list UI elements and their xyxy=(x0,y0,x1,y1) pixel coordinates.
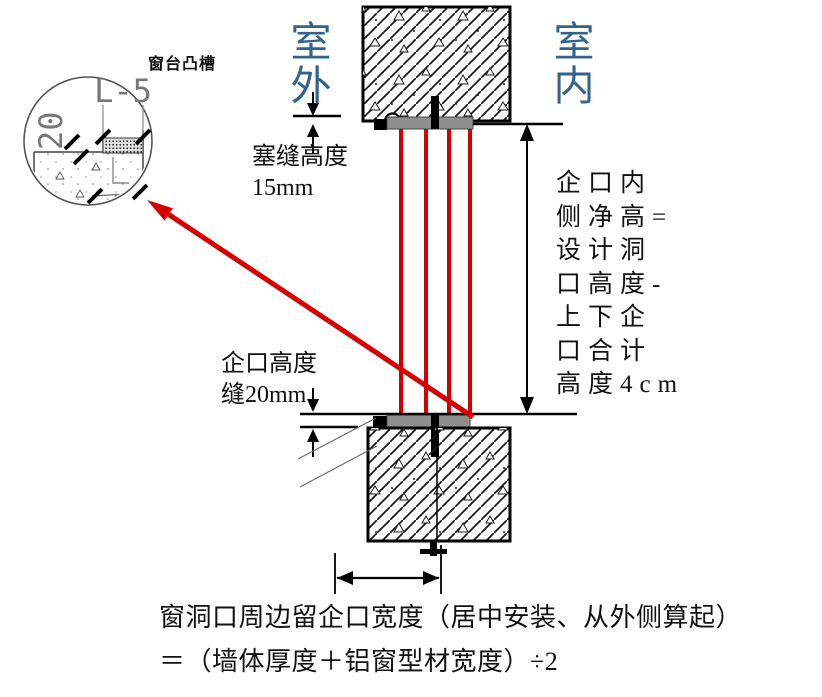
bottom-wall-section xyxy=(366,426,512,556)
detail-width-dim-text: L-5 xyxy=(94,72,152,110)
width-arrow-right xyxy=(423,571,439,585)
detail-dimension-ticks xyxy=(63,128,152,205)
red-arrow-shaft xyxy=(163,209,475,420)
seal-gap-note: 塞缝高度 15mm xyxy=(252,144,348,201)
bottom-anchor-crossbar xyxy=(420,549,447,554)
seal-gap-arrow-down xyxy=(307,103,319,116)
groove-width-dimension xyxy=(334,545,442,594)
formula-line-1: 窗洞口周边留企口宽度（居中安装、从外侧算起） xyxy=(159,603,743,632)
groove-arrow-up xyxy=(307,429,319,442)
dim-arrow-down xyxy=(520,397,534,414)
head-anchor-tick xyxy=(431,96,439,129)
sill-seal-block xyxy=(373,416,387,429)
dim-arrow-up xyxy=(520,124,534,141)
seal-gap-15mm-marker xyxy=(293,92,341,153)
seal-gap-arrow-up xyxy=(307,124,319,137)
outdoor-label: 室外 xyxy=(284,20,330,108)
bottom-wall-aggregate-texture xyxy=(368,428,510,541)
groove-20mm-marker xyxy=(297,388,378,488)
head-profile-bar xyxy=(386,116,474,130)
groove-arrow-down xyxy=(307,399,319,412)
indoor-label: 室内 xyxy=(547,20,593,108)
red-leader-arrow xyxy=(147,200,475,420)
groove-height-note: 企口高度 缝20mm xyxy=(221,351,317,408)
detail-circle-title: 窗台凸槽 xyxy=(148,56,217,73)
detail-groove-hidden-edge xyxy=(112,157,129,184)
red-arrow-head xyxy=(147,200,173,221)
inner-height-note: 企口内 侧净高= 设计洞 口高度- 上下企 口合计 高度4cm xyxy=(556,170,685,398)
inner-height-dimension xyxy=(300,122,577,416)
head-seal-block xyxy=(374,119,387,130)
detail-height-dim-text: 20 xyxy=(32,111,70,150)
detail-sealant-strip xyxy=(102,137,144,154)
width-arrow-left xyxy=(337,571,353,585)
slope-leader-line-1 xyxy=(297,417,377,460)
window-frame-red-lines xyxy=(399,129,472,415)
detail-circle: L-5 20 xyxy=(23,72,153,206)
slope-leader-line-2 xyxy=(299,445,378,488)
bottom-anchor-stem xyxy=(430,541,437,556)
detail-concrete-body xyxy=(34,152,143,203)
formula-line-2: ＝（墙体厚度＋铝窗型材宽度）÷2 xyxy=(159,647,559,676)
sill-profile-bar xyxy=(386,414,471,429)
